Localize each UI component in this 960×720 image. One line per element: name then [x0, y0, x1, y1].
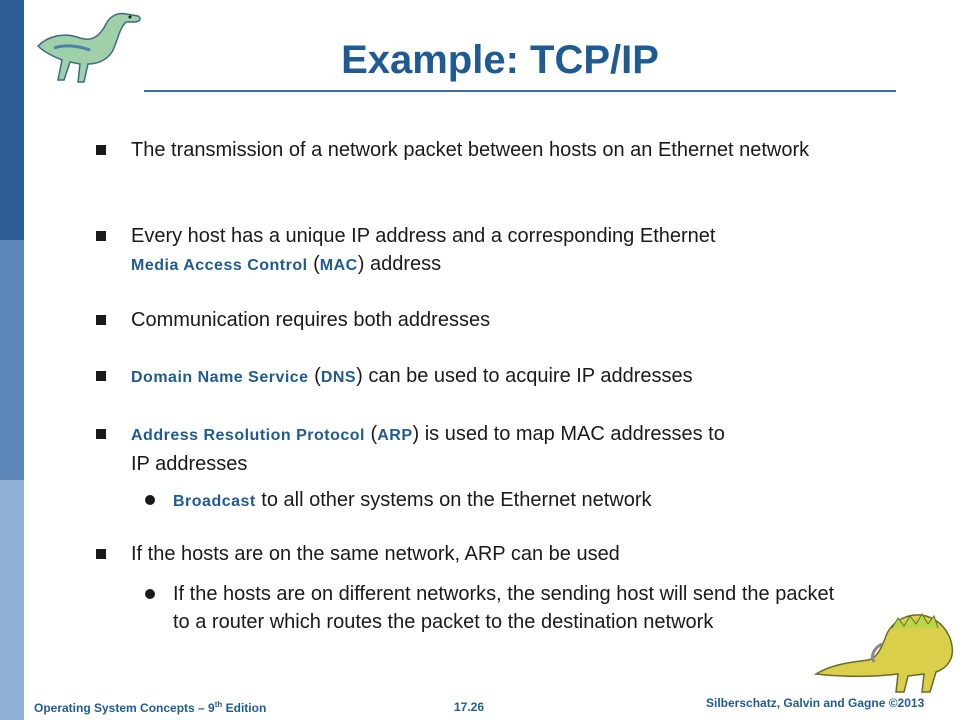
- bullet-suffix: can be used to acquire IP addresses: [362, 365, 693, 387]
- paren-open: (: [313, 253, 320, 275]
- square-bullet-icon: [96, 371, 106, 381]
- band-segment-light: [0, 480, 24, 720]
- square-bullet-icon: [96, 231, 106, 241]
- bullet-text: If the hosts are on the same network, AR…: [131, 543, 620, 565]
- dinosaur-icon: [36, 12, 141, 83]
- footer-left-tail: Edition: [222, 701, 267, 715]
- term-abbrev: ARP: [377, 427, 413, 444]
- bullet-text: Every host has a unique IP address and a…: [131, 225, 716, 247]
- title-divider: [144, 90, 896, 92]
- bullet-item: Address Resolution Protocol (ARP) is use…: [96, 420, 871, 478]
- square-bullet-icon: [96, 145, 106, 155]
- page-title: Example: TCP/IP: [341, 38, 659, 82]
- term-highlight: Broadcast: [173, 493, 256, 510]
- bullet-suffix: to all other systems on the Ethernet net…: [255, 489, 652, 511]
- footer-authors: Silberschatz, Galvin and Gagne ©2013: [706, 696, 925, 710]
- slide-number: 17.26: [454, 700, 485, 714]
- term-abbrev: DNS: [320, 369, 357, 386]
- round-bullet-icon: [145, 495, 155, 505]
- bullet-suffix: address: [364, 253, 442, 275]
- bullet-text: The transmission of a network packet bet…: [131, 139, 810, 161]
- bullet-suffix: is used to map MAC addresses to: [419, 423, 725, 445]
- bullet-item: Every host has a unique IP address and a…: [96, 222, 871, 280]
- bullet-item: If the hosts are on the same network, AR…: [96, 540, 871, 568]
- square-bullet-icon: [96, 429, 106, 439]
- square-bullet-icon: [96, 315, 106, 325]
- left-band: [0, 0, 24, 720]
- term-abbrev: MAC: [319, 257, 358, 274]
- dinosaur-icon: [813, 613, 954, 693]
- paren-close: ): [412, 423, 420, 445]
- paren-close: ): [357, 253, 365, 275]
- term-highlight: Address Resolution Protocol: [131, 427, 365, 444]
- term-highlight: Media Access Control: [131, 257, 308, 274]
- paren-open: (: [370, 423, 378, 445]
- footer-left-main: Operating System Concepts – 9: [34, 701, 215, 715]
- bullet-item: Communication requires both addresses: [96, 306, 871, 334]
- paren-open: (: [314, 365, 321, 387]
- bullet-item: Domain Name Service (DNS) can be used to…: [96, 362, 871, 392]
- bullet-text: If the hosts are on different networks, …: [173, 583, 835, 633]
- footer-left-sup: th: [214, 700, 223, 709]
- footer-book-title: Operating System Concepts – 9th Edition: [34, 700, 266, 715]
- round-bullet-icon: [145, 589, 155, 599]
- band-segment-dark: [0, 0, 24, 240]
- paren-close: ): [356, 365, 363, 387]
- band-segment-mid: [0, 240, 24, 480]
- bullet-text: Communication requires both addresses: [131, 309, 491, 331]
- sub-bullet-item: Broadcast to all other systems on the Et…: [145, 486, 873, 516]
- bullet-item: The transmission of a network packet bet…: [96, 136, 871, 164]
- bullet-suffix-line2: IP addresses: [131, 453, 248, 475]
- sub-bullet-item: If the hosts are on different networks, …: [145, 580, 853, 636]
- term-highlight: Domain Name Service: [131, 369, 309, 386]
- square-bullet-icon: [96, 549, 106, 559]
